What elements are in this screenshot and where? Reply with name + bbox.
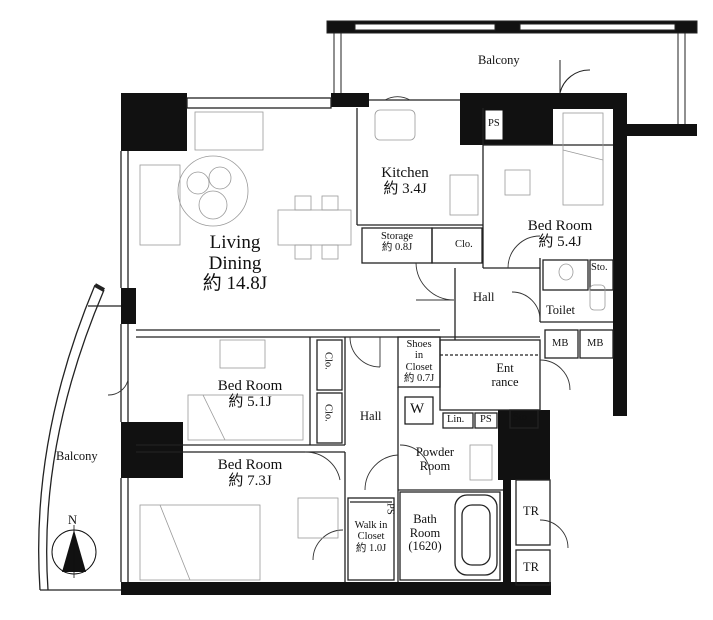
bed-sw-label: Bed Room 約 7.3J xyxy=(205,457,295,489)
bed-ne-area: 約 5.4J xyxy=(538,234,582,251)
clo-label-kitchen: Clo. xyxy=(455,239,473,250)
washer-label: W xyxy=(410,401,425,417)
bed-mid-label: Bed Room 約 5.1J xyxy=(205,378,295,410)
bed-sw-area: 約 7.3J xyxy=(228,473,272,490)
ps-label-kitchen: PS xyxy=(488,118,500,129)
sto-label-toilet: Sto. xyxy=(591,262,608,273)
washer-box xyxy=(404,396,434,425)
walls xyxy=(121,93,697,595)
top-balcony xyxy=(326,20,698,125)
kitchen-name: Kitchen xyxy=(381,165,429,181)
balcony-left-label: Balcony xyxy=(56,449,98,463)
entrance-label: Ent rance xyxy=(480,361,530,389)
bed-mid-name: Bed Room xyxy=(217,378,283,394)
powder-l2: Room xyxy=(419,458,451,473)
walk-in-closet-label: Walk in Closet 約 1.0J xyxy=(348,520,394,554)
entrance-l1: Ent xyxy=(496,361,514,375)
hall-lower-label: Hall xyxy=(360,409,382,423)
bath-l1: Bath xyxy=(413,512,437,526)
bed-sw-name: Bed Room xyxy=(217,457,283,473)
hall-upper-label: Hall xyxy=(473,290,495,304)
clo-label-mid-2: Clo. xyxy=(322,404,334,422)
living-dining-label: Living Dining 約 14.8J xyxy=(190,232,280,295)
sto-label-hall: Sto. xyxy=(513,412,530,423)
balcony-top-label: Balcony xyxy=(478,53,520,67)
ps-box-kitchen xyxy=(484,109,504,141)
storage-name: Storage xyxy=(380,231,414,242)
tr-label-lower: TR xyxy=(523,560,539,574)
walkin-l2: Closet xyxy=(357,531,385,543)
bed-mid-area: 約 5.1J xyxy=(228,394,272,411)
powder-l1: Powder xyxy=(415,445,455,459)
kitchen-label: Kitchen 約 3.4J xyxy=(370,165,440,197)
bath-l2: Room xyxy=(409,525,441,540)
bath-room-label: Bath Room (1620) xyxy=(400,512,450,554)
kitchen-area: 約 3.4J xyxy=(383,181,427,198)
shoes-l2: in xyxy=(414,350,424,362)
living-area: 約 14.8J xyxy=(202,273,268,295)
tr-label-upper: TR xyxy=(523,504,539,518)
living-name: Living xyxy=(209,232,261,253)
lin-label: Lin. xyxy=(447,414,465,425)
walkin-l1: Walk in xyxy=(354,520,388,531)
toilet-label: Toilet xyxy=(546,303,575,317)
left-balcony xyxy=(38,283,121,591)
storage-label: Storage 約 0.8J xyxy=(364,231,430,254)
interior-walls xyxy=(120,97,614,586)
clo-label-mid-1: Clo. xyxy=(322,352,334,370)
north-arrow xyxy=(51,525,97,578)
shoes-l3: Closet xyxy=(405,361,433,373)
storage-area: 約 0.8J xyxy=(381,242,413,254)
powder-room-label: Powder Room xyxy=(405,445,465,473)
bed-ne-name: Bed Room xyxy=(527,218,593,234)
entrance-l2: rance xyxy=(491,374,519,389)
ps-label-hall: PS xyxy=(480,414,492,425)
dining-name: Dining xyxy=(208,252,262,274)
mb-right-label: MB xyxy=(587,338,604,349)
mb-left-label: MB xyxy=(552,338,569,349)
walkin-area: 約 1.0J xyxy=(355,542,387,554)
doors xyxy=(107,96,571,561)
ps-label-walkin: PS xyxy=(384,503,396,515)
shoes-l1: Shoes xyxy=(406,339,432,350)
furniture xyxy=(139,109,606,581)
shoes-closet-label: Shoes in Closet 約 0.7J xyxy=(399,339,439,384)
north-label: N xyxy=(68,513,78,527)
shoes-area: 約 0.7J xyxy=(403,372,435,384)
bed-ne-label: Bed Room 約 5.4J xyxy=(515,218,605,250)
bath-l3: (1620) xyxy=(408,539,442,553)
